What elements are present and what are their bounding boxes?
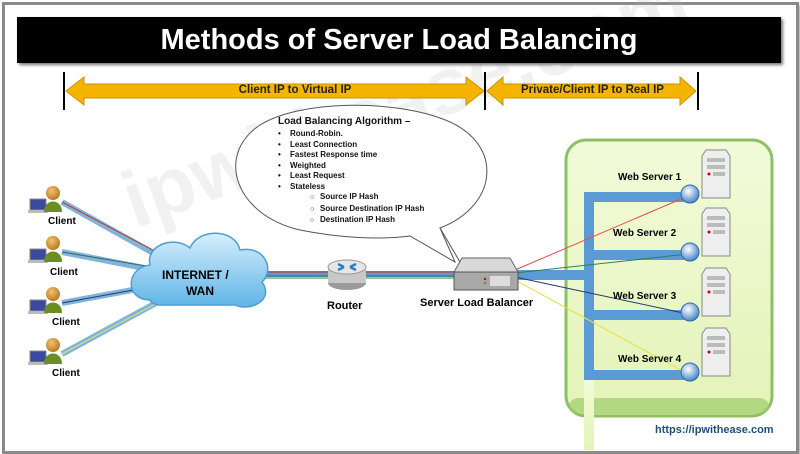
algorithm-item: Round-Robin. <box>278 129 424 140</box>
cloud-label-line2: WAN <box>186 284 214 298</box>
web-server-label-2: Web Server 2 <box>613 228 677 239</box>
globe-icon <box>680 242 700 262</box>
arrow-right-label: Private/Client IP to Real IP <box>521 84 664 96</box>
load-balancer-label: Server Load Balancer <box>420 297 534 309</box>
algorithm-item: Weighted <box>278 161 424 172</box>
algorithm-item: Least Request <box>278 171 424 182</box>
client-icon <box>28 287 62 314</box>
web-server-icon <box>680 149 731 204</box>
client-icon <box>28 186 62 213</box>
globe-icon <box>680 362 700 382</box>
client-icon <box>28 338 62 365</box>
arrow-private-to-real <box>484 72 699 110</box>
client-label-3: Client <box>52 317 80 328</box>
algorithm-subitem: Source IP Hash <box>278 192 424 204</box>
web-server-label-1: Web Server 1 <box>618 172 682 183</box>
load-balancer-icon <box>453 257 519 291</box>
client-label-1: Client <box>48 216 76 227</box>
globe-icon <box>680 184 700 204</box>
web-server-icon <box>680 207 731 262</box>
server-bus <box>515 192 684 450</box>
footer-url[interactable]: https://ipwithease.com <box>655 424 774 436</box>
internet-cloud-icon <box>130 232 269 308</box>
router-icon <box>327 259 367 290</box>
client-label-4: Client <box>52 368 80 379</box>
algorithm-item: Least Connection <box>278 140 424 151</box>
web-server-icon <box>680 327 731 382</box>
algorithm-list: Load Balancing Algorithm – Round-Robin. … <box>278 116 424 227</box>
router-label: Router <box>327 300 363 312</box>
algorithm-subitem: Destination IP Hash <box>278 215 424 227</box>
algorithm-subitem: Source Destination IP Hash <box>278 204 424 216</box>
cloud-label-line1: INTERNET / <box>162 268 229 282</box>
web-server-icon <box>680 267 731 322</box>
page-title: Methods of Server Load Balancing <box>17 17 781 63</box>
client-icon <box>28 236 62 263</box>
algorithm-heading: Load Balancing Algorithm – <box>278 116 411 127</box>
web-server-label-4: Web Server 4 <box>618 354 682 365</box>
client-label-2: Client <box>50 267 78 278</box>
algorithm-item: Fastest Response time <box>278 150 424 161</box>
web-server-label-3: Web Server 3 <box>613 291 677 302</box>
globe-icon <box>680 302 700 322</box>
arrow-left-label: Client IP to Virtual IP <box>238 84 352 96</box>
algorithm-item: Stateless <box>278 182 424 193</box>
